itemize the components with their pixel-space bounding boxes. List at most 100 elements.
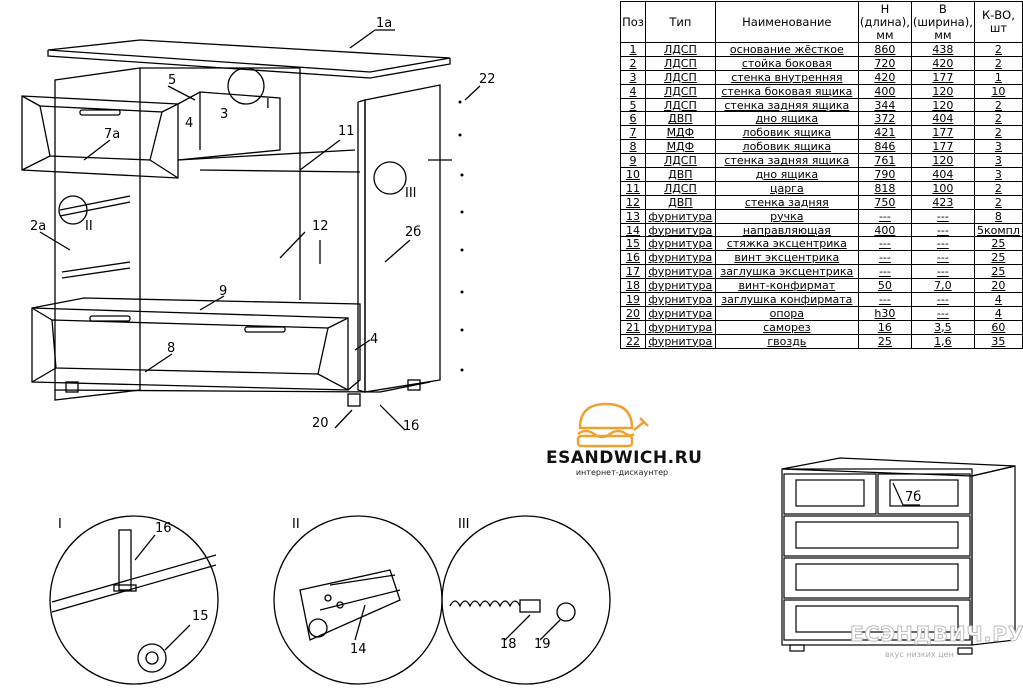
cell-h: 16 <box>857 319 912 335</box>
cell-pos: 2 <box>620 55 646 71</box>
cell-type: ЛДСП <box>644 153 716 169</box>
cell-qty: 2 <box>973 111 1023 127</box>
detail-III-callout-18: 18 <box>500 637 517 652</box>
cell-b: --- <box>910 264 975 280</box>
cell-pos: 20 <box>620 305 646 321</box>
col-b: B(ширина),мм <box>910 1 975 43</box>
cell-qty: 8 <box>973 208 1023 224</box>
callout-labels: 1а 22 5 I 3 4 7а 11 III 2а II 12 2б 9 4 … <box>30 16 496 434</box>
callout-I: I <box>266 97 270 112</box>
cell-b: 3,5 <box>910 319 975 335</box>
cell-b: 177 <box>910 139 975 155</box>
cell-pos: 21 <box>620 319 646 335</box>
cell-type: фурнитура <box>644 305 716 321</box>
cell-qty: 4 <box>973 305 1023 321</box>
cell-pos: 18 <box>620 278 646 294</box>
cell-h: --- <box>857 208 912 224</box>
cell-name: дно ящика <box>714 111 859 127</box>
watermark-subtitle: вкус низких цен <box>885 650 954 659</box>
cell-name: ручка <box>714 208 859 224</box>
cell-b: 177 <box>910 69 975 85</box>
cell-pos: 22 <box>620 333 646 349</box>
cell-type: фурнитура <box>644 319 716 335</box>
cell-h: 720 <box>857 55 912 71</box>
cell-b: --- <box>910 236 975 252</box>
cell-qty: 1 <box>973 69 1023 85</box>
callout-7a: 7а <box>104 127 120 142</box>
cell-h: 344 <box>857 97 912 113</box>
detail-labels: I 16 15 II 14 III 18 19 <box>58 517 551 657</box>
cell-name: стенка боковая ящика <box>714 83 859 99</box>
callout-1a: 1а <box>376 16 392 31</box>
cell-h: 25 <box>857 333 912 349</box>
cell-pos: 13 <box>620 208 646 224</box>
cell-type: ЛДСП <box>644 97 716 113</box>
callout-4-top: 4 <box>185 116 193 131</box>
callout-5: 5 <box>168 73 176 88</box>
cell-pos: 8 <box>620 139 646 155</box>
cell-pos: 15 <box>620 236 646 252</box>
cell-type: МДФ <box>644 139 716 155</box>
cell-pos: 10 <box>620 167 646 182</box>
cell-b: --- <box>910 250 975 266</box>
cell-name: дно ящика <box>714 167 859 182</box>
cell-name: стенка задняя ящика <box>714 153 859 169</box>
cell-qty: 25 <box>973 236 1023 252</box>
cell-type: ДВП <box>644 111 716 127</box>
parts-specification-table: Поз Тип Наименование H(длина),мм B(ширин… <box>620 1 1023 349</box>
cell-b: 120 <box>910 153 975 169</box>
cell-b: --- <box>910 305 975 321</box>
cell-qty: 10 <box>973 83 1023 99</box>
cell-name: стяжка эксцентрика <box>714 236 859 252</box>
cell-h: 372 <box>857 111 912 127</box>
cell-pos: 1 <box>620 42 646 57</box>
top-board <box>47 39 451 73</box>
cell-pos: 11 <box>620 180 646 196</box>
cell-type: фурнитура <box>644 264 716 280</box>
cell-name: винт-конфирмат <box>714 278 859 294</box>
cell-qty: 3 <box>973 153 1023 169</box>
cell-b: 120 <box>910 83 975 99</box>
cell-pos: 9 <box>620 153 646 169</box>
cell-h: --- <box>857 292 912 307</box>
cell-type: ЛДСП <box>644 42 716 57</box>
cell-qty: 60 <box>973 319 1023 335</box>
cell-pos: 19 <box>620 292 646 307</box>
detail-I-title: I <box>58 517 62 532</box>
detail-II-title: II <box>292 517 300 532</box>
burger-logo-icon <box>576 402 649 448</box>
nails <box>458 100 464 372</box>
cell-pos: 6 <box>620 111 646 127</box>
cell-h: --- <box>857 264 912 280</box>
exploded-view <box>21 29 481 431</box>
cell-name: заглушка конфирмата <box>714 292 859 307</box>
callout-2b: 2б <box>405 225 421 240</box>
cell-name: стенка задняя <box>714 194 859 210</box>
cell-type: ДВП <box>644 167 716 182</box>
cell-type: ЛДСП <box>644 83 716 99</box>
cell-h: 50 <box>857 278 912 294</box>
small-drawer-front <box>21 95 179 179</box>
cell-h: 400 <box>857 222 912 238</box>
cell-b: 438 <box>910 42 975 57</box>
cell-name: направляющая <box>714 222 859 238</box>
cell-type: фурнитура <box>644 222 716 238</box>
cell-type: ЛДСП <box>644 180 716 196</box>
cell-qty: 2 <box>973 55 1023 71</box>
cell-h: 420 <box>857 69 912 85</box>
cell-qty: 25 <box>973 250 1023 266</box>
callout-3: 3 <box>220 107 228 122</box>
cell-name: царга <box>714 180 859 196</box>
cell-type: фурнитура <box>644 292 716 307</box>
cell-qty: 2 <box>973 97 1023 113</box>
